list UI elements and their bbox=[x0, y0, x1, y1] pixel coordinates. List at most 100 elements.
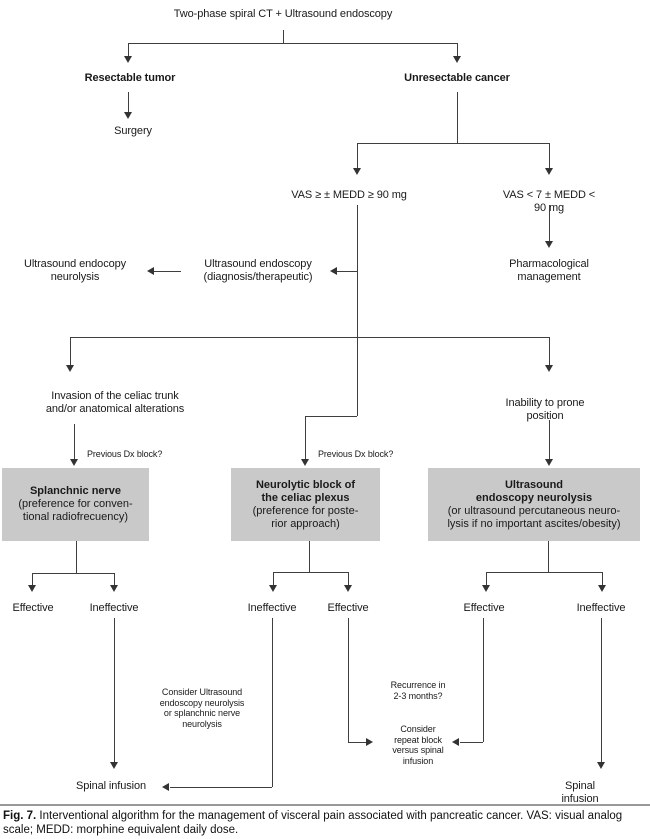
connector bbox=[154, 271, 181, 272]
node-us-endocopy-neurolysis: Ultrasound endocopy neurolysis bbox=[23, 258, 127, 283]
arrow-down-icon bbox=[110, 762, 118, 769]
box-neurolytic-sub: (preference for poste- rior approach) bbox=[252, 504, 359, 530]
connector bbox=[486, 572, 487, 585]
connector bbox=[486, 572, 602, 573]
arrow-left-icon bbox=[147, 267, 154, 275]
connector bbox=[357, 143, 358, 168]
connector bbox=[483, 618, 484, 742]
connector bbox=[283, 30, 284, 43]
connector bbox=[32, 573, 33, 585]
node-inability: Inability to prone position bbox=[505, 397, 585, 422]
connector bbox=[74, 424, 75, 459]
arrow-down-icon bbox=[70, 459, 78, 466]
node-pharmacological: Pharmacological management bbox=[509, 258, 589, 283]
node-us-endoscopy-diag: Ultrasound endoscopy (diagnosis/therapeu… bbox=[203, 258, 313, 283]
connector bbox=[602, 572, 603, 585]
connector bbox=[128, 43, 457, 44]
arrow-down-icon bbox=[598, 585, 606, 592]
outcome-right-ineffective: Ineffective bbox=[576, 602, 626, 614]
connector bbox=[348, 572, 349, 585]
connector bbox=[457, 43, 458, 56]
connector bbox=[273, 572, 348, 573]
arrow-down-icon bbox=[110, 585, 118, 592]
connector bbox=[337, 271, 357, 272]
arrow-down-icon bbox=[545, 459, 553, 466]
connector bbox=[170, 787, 272, 788]
arrow-down-icon bbox=[124, 112, 132, 119]
node-spinal-infusion-left: Spinal infusion bbox=[75, 780, 147, 792]
connector bbox=[305, 416, 357, 417]
box-splanchnic-title: Splanchnic nerve bbox=[29, 485, 122, 497]
connector bbox=[32, 573, 114, 574]
note-recurrence: Recurrence in 2-3 months? bbox=[390, 680, 446, 701]
connector bbox=[549, 337, 550, 365]
connector bbox=[357, 205, 358, 416]
outcome-mid-ineffective: Ineffective bbox=[247, 602, 297, 614]
connector bbox=[549, 420, 550, 459]
node-spinal-infusion-right: Spinal infusion bbox=[561, 780, 599, 805]
connector bbox=[348, 618, 349, 742]
arrow-down-icon bbox=[597, 762, 605, 769]
label-previous-dx-left: Previous Dx block? bbox=[87, 449, 163, 459]
caption-label: Fig. 7. bbox=[3, 810, 37, 822]
connector bbox=[272, 618, 273, 787]
node-resectable-tumor: Resectable tumor bbox=[84, 72, 176, 84]
outcome-left-effective: Effective bbox=[12, 602, 54, 614]
arrow-down-icon bbox=[453, 56, 461, 63]
box-us-sub: (or ultrasound percutaneous neuro- lysis… bbox=[447, 504, 621, 530]
node-unresectable-cancer: Unresectable cancer bbox=[404, 72, 510, 84]
connector bbox=[549, 205, 550, 241]
connector bbox=[601, 618, 602, 762]
node-vas-high: VAS ≥ ± MEDD ≥ 90 mg bbox=[291, 189, 407, 201]
arrow-right-icon bbox=[366, 738, 373, 746]
node-surgery: Surgery bbox=[114, 125, 152, 137]
connector bbox=[460, 742, 483, 743]
arrow-down-icon bbox=[301, 459, 309, 466]
arrow-down-icon bbox=[66, 365, 74, 372]
connector bbox=[114, 573, 115, 585]
connector bbox=[309, 541, 310, 572]
arrow-down-icon bbox=[545, 168, 553, 175]
box-splanchnic-nerve: Splanchnic nerve (preference for conven-… bbox=[2, 468, 149, 541]
connector bbox=[70, 337, 549, 338]
note-consider-repeat-block: Consider repeat block versus spinal infu… bbox=[392, 724, 444, 766]
connector bbox=[305, 416, 306, 459]
arrow-left-icon bbox=[452, 738, 459, 746]
box-us-title: Ultrasound endoscopy neurolysis bbox=[475, 478, 593, 504]
node-invasion: Invasion of the celiac trunk and/or anat… bbox=[45, 390, 185, 415]
outcome-right-effective: Effective bbox=[463, 602, 505, 614]
box-neurolytic-title: Neurolytic block of the celiac plexus bbox=[255, 478, 356, 504]
arrow-down-icon bbox=[344, 585, 352, 592]
box-splanchnic-sub: (preference for conven- tional radiofrec… bbox=[18, 498, 133, 523]
connector bbox=[348, 742, 366, 743]
arrow-left-icon bbox=[162, 783, 169, 791]
arrow-down-icon bbox=[545, 365, 553, 372]
arrow-down-icon bbox=[353, 168, 361, 175]
connector bbox=[114, 618, 115, 762]
outcome-mid-effective: Effective bbox=[327, 602, 369, 614]
connector bbox=[549, 143, 550, 168]
connector bbox=[548, 541, 549, 572]
arrow-down-icon bbox=[482, 585, 490, 592]
connector bbox=[128, 43, 129, 56]
connector bbox=[273, 572, 274, 585]
label-previous-dx-mid: Previous Dx block? bbox=[318, 449, 394, 459]
arrow-left-icon bbox=[330, 267, 337, 275]
arrow-down-icon bbox=[124, 56, 132, 63]
node-vas-low: VAS < 7 ± MEDD < 90 mg bbox=[502, 189, 596, 214]
arrow-down-icon bbox=[269, 585, 277, 592]
node-title: Two-phase spiral CT + Ultrasound endosco… bbox=[173, 8, 393, 20]
connector bbox=[128, 92, 129, 112]
figure-caption: Fig. 7. Interventional algorithm for the… bbox=[3, 809, 647, 837]
connector bbox=[357, 143, 549, 144]
box-ultrasound-neurolysis: Ultrasound endoscopy neurolysis (or ultr… bbox=[428, 468, 640, 541]
caption-text: Interventional algorithm for the managem… bbox=[3, 810, 623, 836]
connector bbox=[76, 541, 77, 573]
connector bbox=[70, 337, 71, 365]
note-consider-ultrasound: Consider Ultrasound endoscopy neurolysis… bbox=[159, 687, 245, 729]
outcome-left-ineffective: Ineffective bbox=[89, 602, 139, 614]
box-neurolytic-block: Neurolytic block of the celiac plexus (p… bbox=[231, 468, 380, 541]
connector bbox=[457, 92, 458, 143]
caption-divider bbox=[0, 804, 650, 806]
